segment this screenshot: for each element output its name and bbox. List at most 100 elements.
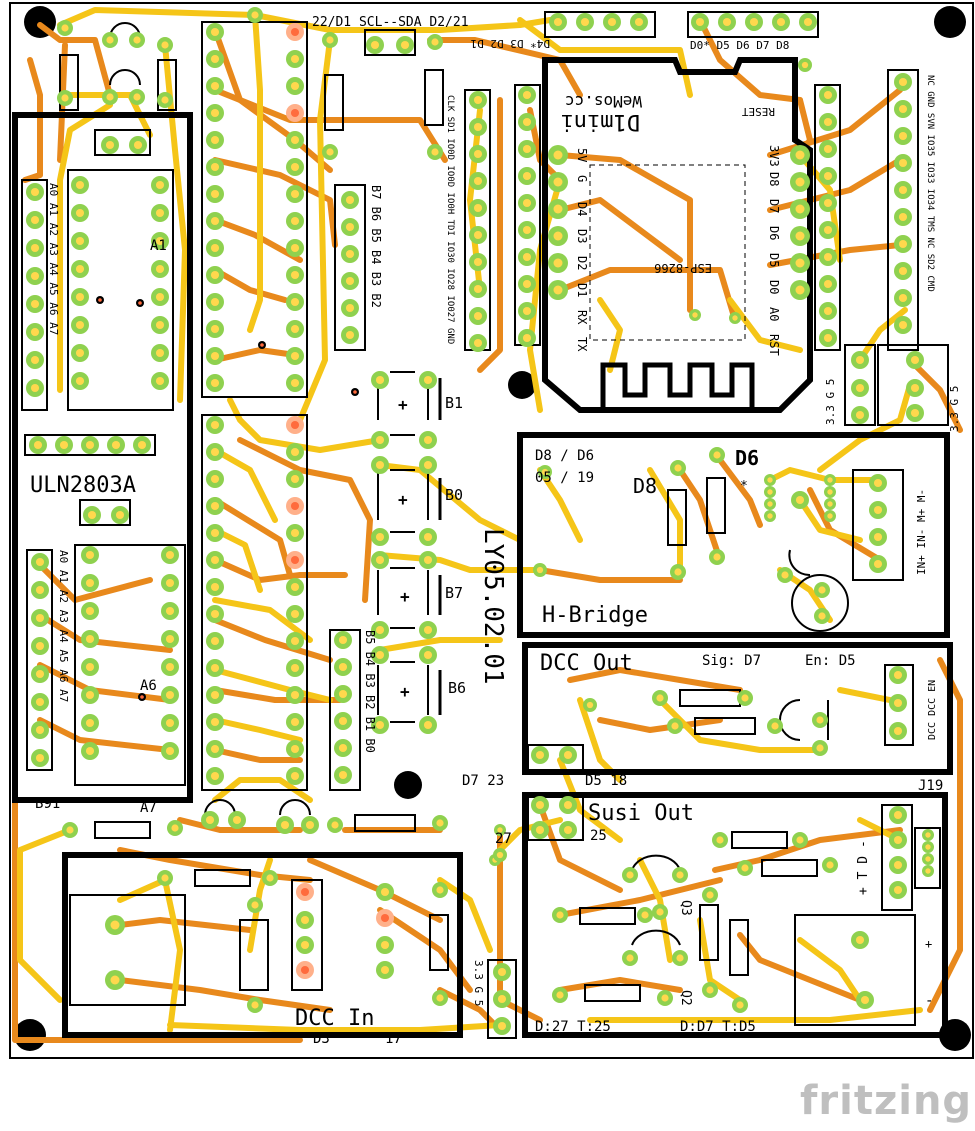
pad-core — [741, 864, 749, 872]
pad-core — [553, 204, 563, 214]
port-b-upper: B7 B6 B5 B4 B3 B2 — [369, 185, 383, 308]
pad-core — [823, 333, 833, 343]
pad-core — [898, 239, 908, 249]
pad-core — [75, 292, 85, 302]
pad-core — [290, 663, 300, 673]
pad-core — [893, 810, 903, 820]
pad-core — [626, 871, 634, 879]
pad-core — [893, 885, 903, 895]
pad-core — [210, 108, 220, 118]
pad-core — [795, 231, 805, 241]
mcp-lower-chip — [201, 414, 308, 791]
pad-core — [290, 135, 300, 145]
pad-core — [380, 913, 390, 923]
pad-core — [106, 36, 114, 44]
pad-core — [423, 555, 433, 565]
fritzing-logo: fritzing — [800, 1078, 973, 1124]
pad-core — [827, 489, 833, 495]
pad-core — [767, 477, 773, 483]
pad-core — [400, 40, 410, 50]
pad-core — [331, 821, 339, 829]
dcc-in-d3: D3 — [313, 1031, 330, 1047]
pad-core — [30, 355, 40, 365]
d1-right-pin-labels-pin: RST — [767, 334, 781, 356]
pad-core — [855, 410, 865, 420]
pad-core — [98, 298, 102, 302]
pad-core — [30, 243, 40, 253]
pad-core — [345, 303, 355, 313]
susi-pins: D:D7 T:D5 — [680, 1019, 756, 1035]
misc-d7-23: D7 23 — [462, 773, 504, 789]
pad-core — [522, 225, 532, 235]
pad-core — [155, 236, 165, 246]
pad-core — [210, 297, 220, 307]
pad-core — [155, 180, 165, 190]
pad-core — [535, 825, 545, 835]
power-labels-1: 3.3 G 5 — [824, 379, 837, 425]
pad-core — [826, 861, 834, 869]
pad-core — [345, 276, 355, 286]
button-sign: + — [398, 395, 408, 414]
pad-core — [553, 17, 563, 27]
pad-core — [155, 264, 165, 274]
pad-core — [656, 694, 664, 702]
pad-core — [106, 93, 114, 101]
misc-d5-18: D5 18 — [585, 773, 627, 789]
pad-core — [873, 505, 883, 515]
pad-core — [423, 625, 433, 635]
pad-core — [171, 824, 179, 832]
pad-core — [522, 333, 532, 343]
pad-core — [290, 690, 300, 700]
pad-core — [210, 501, 220, 511]
pad-core — [626, 954, 634, 962]
pad-core — [522, 171, 532, 181]
pad-core — [66, 826, 74, 834]
pad-core — [290, 717, 300, 727]
pad-core — [290, 216, 300, 226]
pad-core — [290, 351, 300, 361]
pad-core — [473, 257, 483, 267]
pad-core — [586, 701, 594, 709]
pad-core — [535, 750, 545, 760]
pad-core — [266, 874, 274, 882]
pad-core — [375, 460, 385, 470]
pad-core — [161, 41, 169, 49]
pad-core — [338, 743, 348, 753]
misc-27: 27 — [495, 831, 512, 847]
pad-core — [497, 827, 503, 833]
pad-core — [741, 694, 749, 702]
pad-core — [210, 636, 220, 646]
pad-core — [105, 140, 115, 150]
pad-core — [87, 510, 97, 520]
pad-core — [290, 27, 300, 37]
pad-core — [370, 40, 380, 50]
pad-core — [423, 460, 433, 470]
pad-core — [35, 641, 45, 651]
pad-core — [816, 744, 824, 752]
pad-core — [823, 198, 833, 208]
pad-core — [85, 440, 95, 450]
pad-core — [30, 187, 40, 197]
pad-core — [210, 27, 220, 37]
pad-core — [656, 908, 664, 916]
dcc-out-enable: En: D5 — [805, 653, 856, 669]
pad-core — [423, 720, 433, 730]
pad-core — [925, 868, 931, 874]
pad-core — [898, 158, 908, 168]
pad-core — [290, 501, 300, 511]
pad-core — [110, 975, 120, 985]
pad-core — [35, 585, 45, 595]
pad-core — [300, 887, 310, 897]
mounting-holes — [14, 6, 971, 1051]
pad-core — [290, 582, 300, 592]
pad-core — [110, 920, 120, 930]
hbridge-d8: D8 — [633, 474, 657, 498]
pad-core — [380, 940, 390, 950]
pad-core — [290, 609, 300, 619]
pad-core — [210, 324, 220, 334]
pad-core — [553, 285, 563, 295]
pad-core — [115, 510, 125, 520]
pad-core — [522, 252, 532, 262]
pad-core — [873, 559, 883, 569]
